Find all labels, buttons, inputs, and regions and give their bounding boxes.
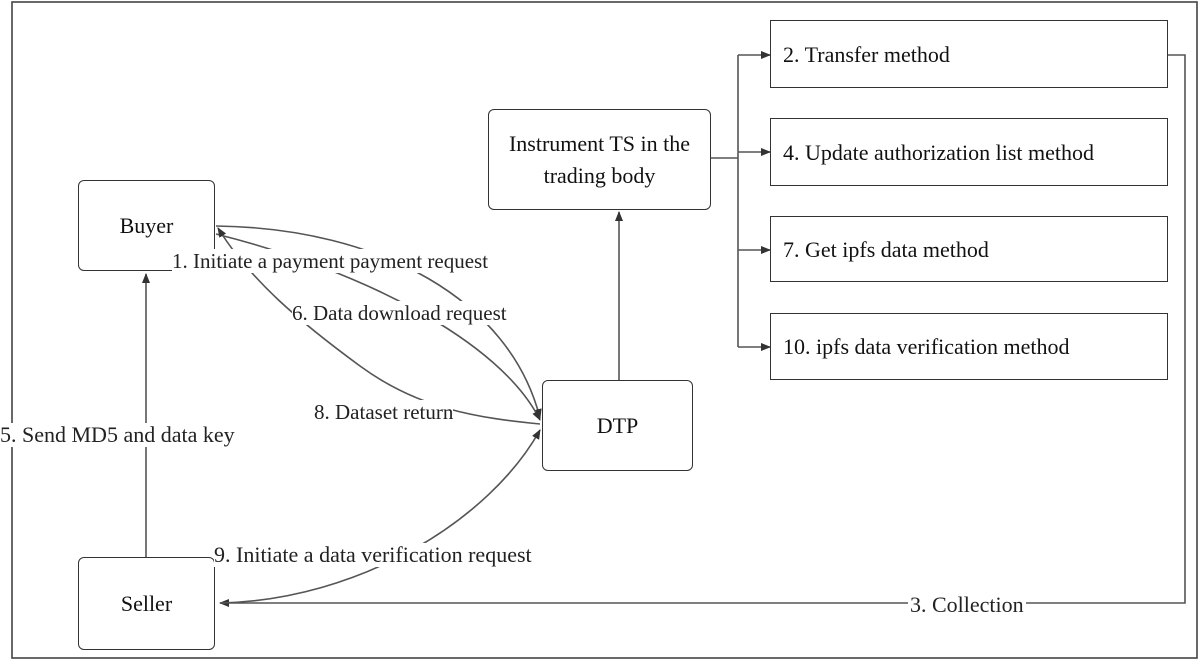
method-ipfs-verification: 10. ipfs data verification method: [770, 313, 1168, 380]
edge-collection: [219, 54, 1186, 607]
label-send-md5: 5. Send MD5 and data key: [0, 422, 237, 447]
edge-payment-request: [215, 225, 542, 419]
label-download-request: 6. Data download request: [292, 301, 507, 325]
label-payment-request: 1. Initiate a payment payment request: [172, 249, 489, 273]
label-verification-request: 9. Initiate a data verification request: [214, 542, 532, 567]
edge-instrument-methods: [711, 51, 771, 351]
instrument-node: Instrument TS in the trading body: [488, 109, 711, 210]
method-transfer: 2. Transfer method: [770, 20, 1168, 88]
seller-node: Seller: [78, 557, 215, 650]
label-dataset-return: 8. Dataset return: [314, 400, 454, 424]
edge-verification-request: [219, 429, 541, 604]
outer-frame: [11, 1, 1198, 659]
dtp-node: DTP: [542, 380, 693, 471]
method-get-ipfs-data: 7. Get ipfs data method: [770, 216, 1168, 282]
label-collection: 3. Collection: [908, 592, 1026, 617]
method-update-authorization: 4. Update authorization list method: [770, 118, 1168, 186]
buyer-node: Buyer: [78, 180, 215, 271]
